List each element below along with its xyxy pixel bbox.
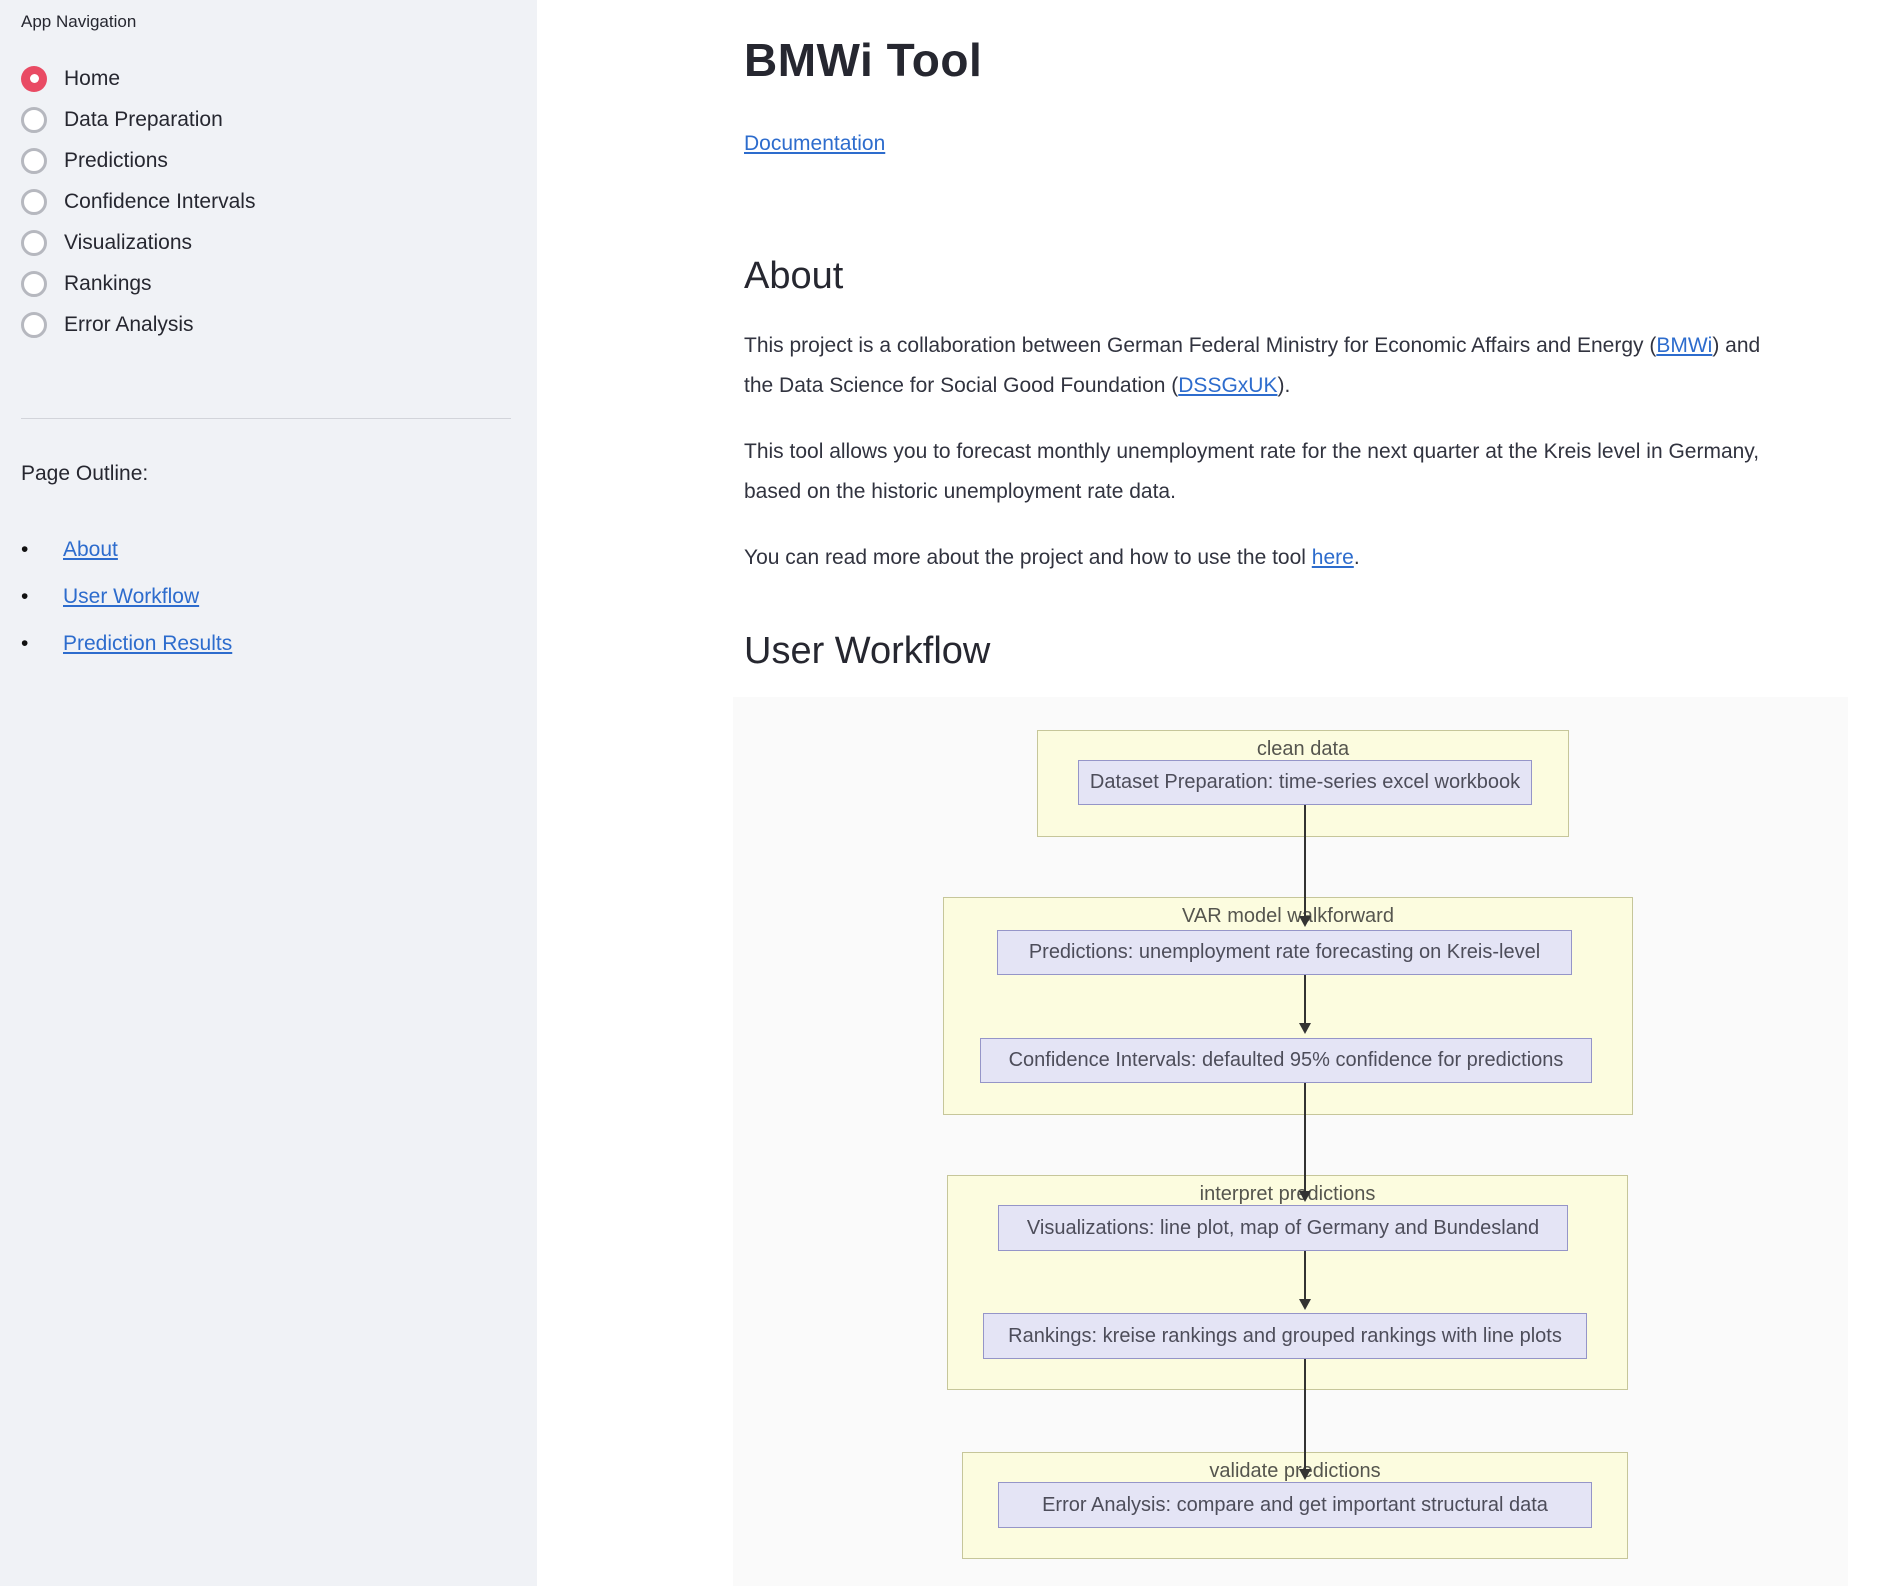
- sidebar-item-visualizations[interactable]: Visualizations: [21, 222, 516, 263]
- arrow-down-icon: [1299, 1251, 1311, 1310]
- sidebar-item-label: Visualizations: [64, 230, 193, 254]
- radio-icon[interactable]: [21, 188, 47, 215]
- page-title: BMWi Tool: [744, 34, 983, 86]
- sidebar-item-label: Confidence Intervals: [64, 189, 256, 213]
- page-outline-title: Page Outline:: [21, 462, 149, 485]
- diagram-node-confidence-intervals: Confidence Intervals: defaulted 95% conf…: [980, 1038, 1592, 1083]
- outline-link-user-workflow[interactable]: User Workflow: [63, 585, 200, 608]
- sidebar-item-label: Predictions: [64, 148, 168, 172]
- here-link[interactable]: here: [1311, 546, 1354, 569]
- sidebar-item-confidence-intervals[interactable]: Confidence Intervals: [21, 181, 516, 222]
- cluster-label: interpret predictions: [1199, 1183, 1376, 1205]
- radio-icon[interactable]: [21, 106, 47, 133]
- sidebar-item-error-analysis[interactable]: Error Analysis: [21, 304, 516, 345]
- sidebar-divider: [21, 418, 511, 419]
- page-outline-list: • About • User Workflow • Prediction Res…: [21, 538, 232, 679]
- about-paragraph-2: This tool allows you to forecast monthly…: [744, 440, 1760, 503]
- list-item: • Prediction Results: [21, 632, 232, 656]
- paragraph-text: .: [1353, 546, 1360, 569]
- radio-icon[interactable]: [21, 311, 47, 338]
- bmwi-link[interactable]: BMWi: [1656, 334, 1713, 357]
- sidebar-item-label: Error Analysis: [64, 312, 194, 336]
- sidebar-item-rankings[interactable]: Rankings: [21, 263, 516, 304]
- arrow-down-icon: [1299, 1083, 1311, 1202]
- paragraph-text: ).: [1277, 374, 1291, 397]
- diagram-node-predictions: Predictions: unemployment rate forecasti…: [997, 930, 1572, 975]
- workflow-diagram-image: clean data VAR model walkforward interpr…: [733, 697, 1848, 1586]
- dssgxuk-link[interactable]: DSSGxUK: [1178, 374, 1278, 397]
- list-item: • User Workflow: [21, 585, 232, 609]
- outline-link-prediction-results[interactable]: Prediction Results: [63, 632, 233, 655]
- bullet-icon: •: [21, 632, 29, 655]
- cluster-label: VAR model walkforward: [1182, 905, 1394, 927]
- radio-selected-icon[interactable]: [21, 65, 47, 92]
- diagram-node-visualizations: Visualizations: line plot, map of German…: [998, 1205, 1568, 1251]
- cluster-label: validate predictions: [1209, 1460, 1381, 1482]
- bullet-icon: •: [21, 585, 29, 608]
- arrow-down-icon: [1299, 1359, 1311, 1480]
- sidebar-item-predictions[interactable]: Predictions: [21, 140, 516, 181]
- user-workflow-heading: User Workflow: [744, 630, 991, 672]
- diagram-node-dataset-preparation: Dataset Preparation: time-series excel w…: [1078, 760, 1532, 805]
- sidebar-item-data-preparation[interactable]: Data Preparation: [21, 99, 516, 140]
- app-navigation-label: App Navigation: [21, 12, 137, 31]
- arrow-down-icon: [1299, 805, 1311, 927]
- sidebar-item-label: Data Preparation: [64, 107, 223, 131]
- about-paragraph-3: You can read more about the project and …: [744, 538, 1774, 578]
- radio-icon[interactable]: [21, 229, 47, 256]
- radio-icon[interactable]: [21, 147, 47, 174]
- cluster-label: clean data: [1256, 738, 1350, 760]
- about-heading: About: [744, 255, 844, 297]
- sidebar-item-label: Home: [64, 66, 121, 90]
- diagram-node-rankings: Rankings: kreise rankings and grouped ra…: [983, 1313, 1587, 1359]
- sidebar-item-label: Rankings: [64, 271, 152, 295]
- about-paragraph-1: This project is a collaboration between …: [744, 326, 1774, 406]
- arrow-down-icon: [1299, 975, 1311, 1034]
- list-item: • About: [21, 538, 232, 562]
- documentation-link[interactable]: Documentation: [744, 132, 886, 155]
- radio-icon[interactable]: [21, 270, 47, 297]
- paragraph-text: You can read more about the project and …: [744, 546, 1312, 569]
- diagram-node-error-analysis: Error Analysis: compare and get importan…: [998, 1482, 1592, 1528]
- sidebar: App Navigation Home Data Preparation Pre…: [0, 0, 537, 1586]
- bullet-icon: •: [21, 538, 29, 561]
- paragraph-text: ) and the Data Science for Social Good F…: [744, 334, 1761, 397]
- outline-link-about[interactable]: About: [63, 538, 118, 561]
- sidebar-item-home[interactable]: Home: [21, 58, 516, 99]
- main-content: BMWi Tool Documentation About This proje…: [744, 0, 1804, 675]
- paragraph-text: This project is a collaboration between …: [744, 334, 1657, 357]
